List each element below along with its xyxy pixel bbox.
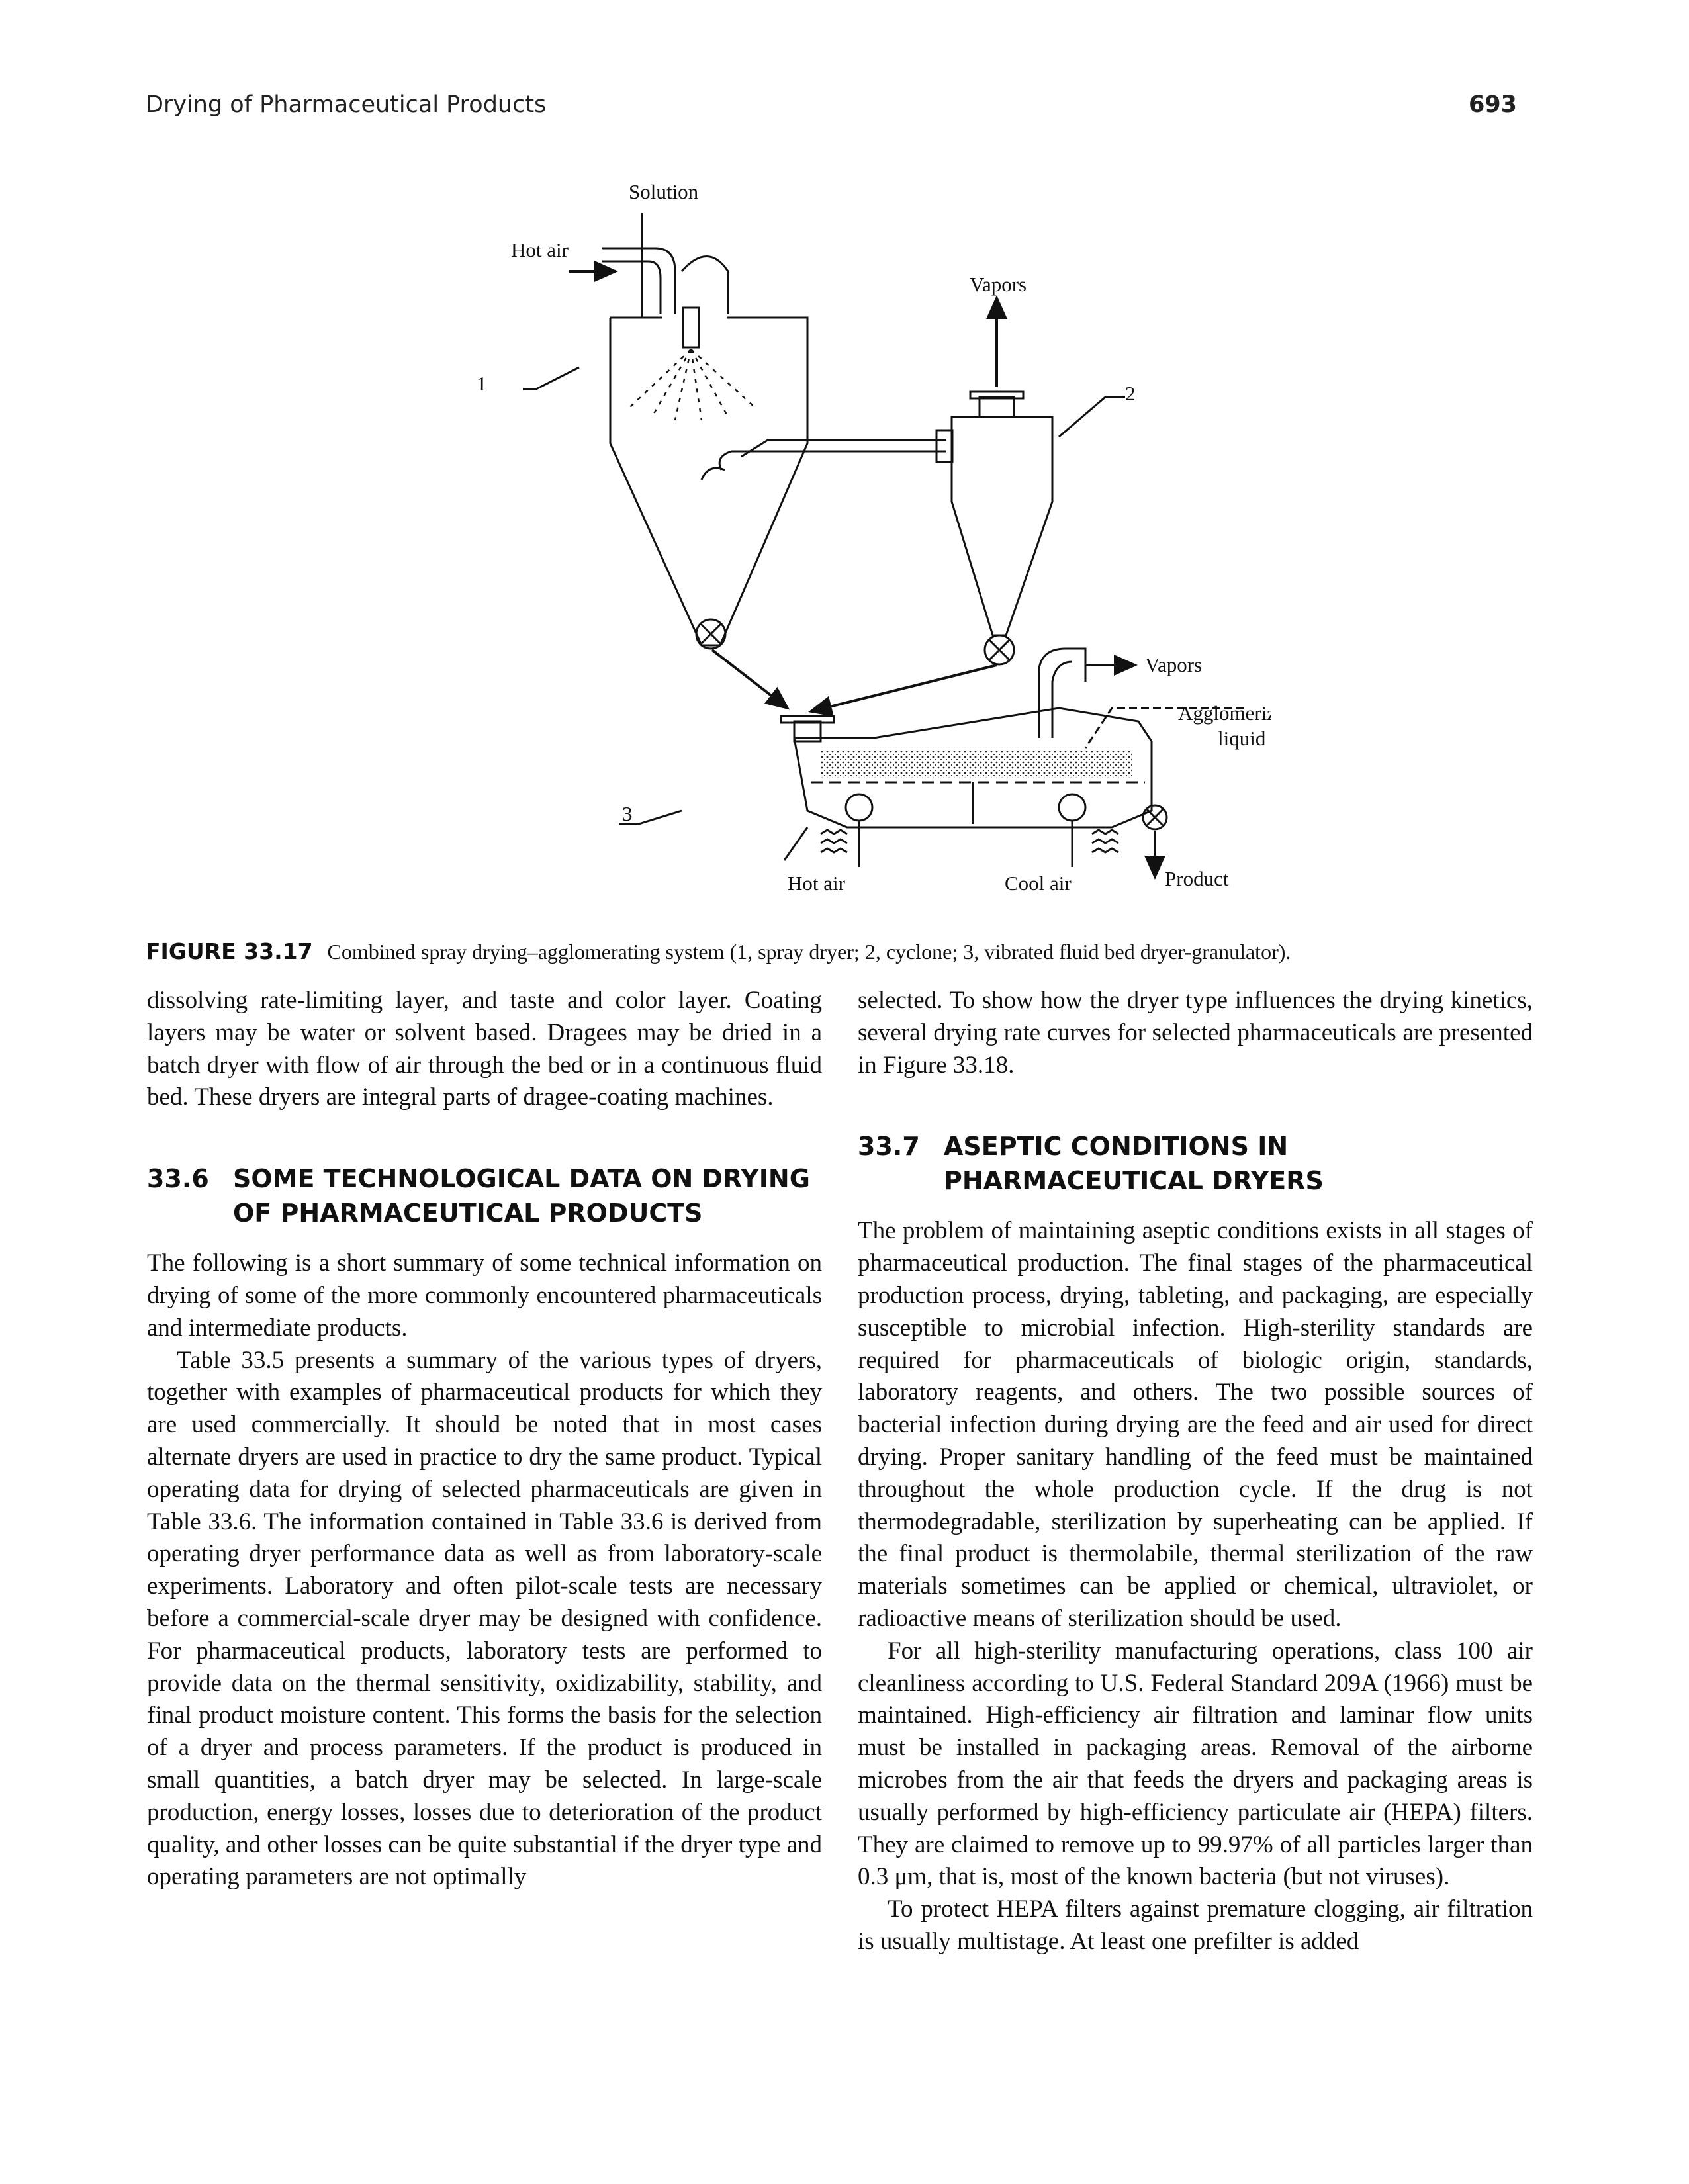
- rotary-valve-1: [695, 618, 727, 650]
- spray-dryer-diagram: Solution Hot air 1 Vapors 2 Vapors Agglo…: [477, 180, 1271, 895]
- spray-dryer-chamber: [609, 316, 809, 647]
- rotary-valve-2: [983, 634, 1015, 666]
- figure-caption: FIGURE 33.17 Combined spray drying–agglom…: [146, 938, 1535, 965]
- spring-right: [1091, 829, 1119, 854]
- atomizer-nozzle: [682, 306, 700, 349]
- fluid-bed-exhaust: [1038, 647, 1087, 738]
- label-product: Product: [1165, 867, 1229, 890]
- label-hot-air-bottom: Hot air: [788, 872, 846, 895]
- caption-text: Combined spray drying–agglomerating syst…: [327, 940, 1291, 964]
- running-title: Drying of Pharmaceutical Products: [146, 91, 547, 118]
- left-paragraph-2: The following is a short summary of some…: [147, 1250, 822, 1342]
- dryer-to-cyclone-duct: [741, 439, 946, 458]
- right-paragraph-3: For all high-sterility manufacturing ope…: [858, 1637, 1533, 1891]
- label-vapors-right: Vapors: [1145, 653, 1202, 676]
- caption-label: FIGURE 33.17: [146, 938, 313, 964]
- figure-33-17: Solution Hot air 1 Vapors 2 Vapors Agglo…: [397, 179, 1271, 907]
- cyclone: [950, 416, 1054, 637]
- label-agglomerizing-1: Agglomerizing: [1178, 702, 1271, 725]
- leader-2: [1058, 396, 1125, 438]
- section-title: SOME TECHNOLOGICAL DATA ON DRYING OF PHA…: [233, 1164, 810, 1228]
- section-number: 33.7: [858, 1132, 920, 1161]
- label-2: 2: [1125, 382, 1136, 405]
- spray-pattern: [629, 349, 755, 421]
- label-hot-air-top: Hot air: [511, 238, 569, 261]
- page-number: 693: [1468, 91, 1517, 118]
- left-column: dissolving rate-limiting layer, and tast…: [147, 985, 822, 1893]
- label-1: 1: [477, 372, 487, 395]
- section-number: 33.6: [147, 1164, 209, 1194]
- right-paragraph-1: selected. To show how the dryer type inf…: [858, 987, 1533, 1079]
- label-solution: Solution: [629, 180, 699, 203]
- left-paragraph-3: Table 33.5 presents a summary of the var…: [147, 1346, 822, 1891]
- right-paragraph-2: The problem of maintaining aseptic condi…: [858, 1217, 1533, 1632]
- section-title: ASEPTIC CONDITIONS IN PHARMACEUTICAL DRY…: [944, 1132, 1324, 1196]
- left-paragraph-1: dissolving rate-limiting layer, and tast…: [147, 987, 822, 1111]
- hot-air-duct: [602, 247, 676, 314]
- leader-1: [523, 366, 580, 390]
- vibration-mark: [783, 827, 809, 861]
- liquid-line: [1084, 707, 1244, 749]
- leader-3: [619, 809, 682, 825]
- right-paragraph-4: To protect HEPA filters against prematur…: [858, 1895, 1533, 1955]
- label-cool-air: Cool air: [1005, 872, 1072, 895]
- label-vapors-top: Vapors: [970, 273, 1027, 296]
- section-heading-33-7: 33.7 ASEPTIC CONDITIONS IN PHARMACEUTICA…: [858, 1129, 1533, 1198]
- cool-air-fan: [1058, 793, 1087, 822]
- spring-left: [820, 829, 848, 854]
- hot-air-fan: [844, 793, 874, 822]
- label-agglomerizing-2: liquid: [1218, 727, 1266, 750]
- label-3: 3: [622, 802, 633, 825]
- section-heading-33-6: 33.6 SOME TECHNOLOGICAL DATA ON DRYING O…: [147, 1161, 822, 1230]
- outlet-valve: [1142, 804, 1168, 831]
- fluid-bed-dryer: [793, 707, 1153, 829]
- running-head: Drying of Pharmaceutical Products 693: [146, 91, 1517, 124]
- right-column: selected. To show how the dryer type inf…: [858, 985, 1533, 1958]
